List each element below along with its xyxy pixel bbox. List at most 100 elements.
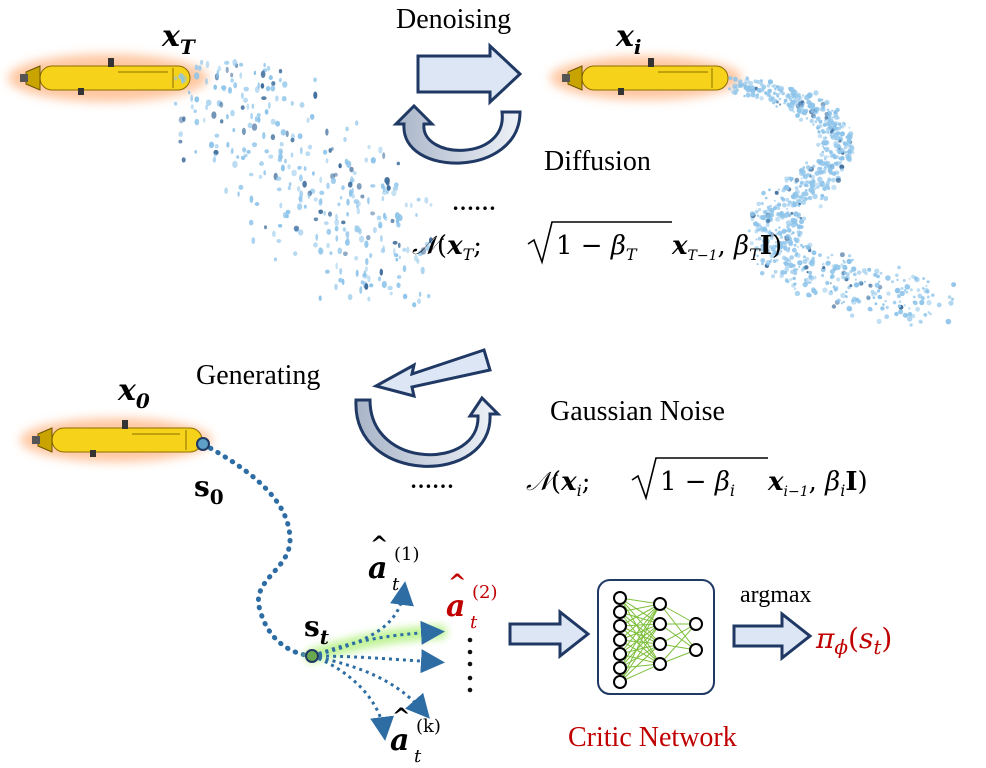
noise-dot [402, 293, 408, 300]
trajectory-dot [897, 304, 902, 308]
noise-dot [396, 282, 401, 289]
trajectory-dot [785, 93, 791, 99]
trajectory-dot [848, 153, 852, 157]
noise-dot [298, 229, 304, 236]
trajectory-dot [947, 295, 952, 299]
trajectory-dot [846, 258, 852, 265]
trajectory-dot [773, 199, 776, 202]
trajectory-dot [767, 211, 770, 214]
trajectory-dot [779, 211, 784, 215]
trajectory-dot [800, 177, 803, 180]
trajectory-dot [835, 135, 841, 141]
trajectory-dot [800, 225, 804, 229]
trajectory-dot [874, 282, 880, 288]
noise-dot [287, 185, 291, 191]
noise-dot [342, 227, 347, 232]
trajectory-dot [831, 109, 834, 112]
noise-dot [420, 247, 427, 255]
trajectory-dot [775, 258, 779, 262]
trajectory-dot [798, 184, 802, 188]
trajectory-dot [777, 206, 781, 210]
trajectory-dot [788, 87, 793, 92]
trajectory-dot [919, 299, 925, 306]
noise-dot [214, 144, 219, 149]
trajectory-dot [820, 193, 825, 198]
trajectory-dot [849, 146, 855, 152]
argmax-label: argmax [740, 582, 812, 608]
network-node [613, 675, 627, 689]
network-node [689, 617, 703, 631]
network-edge [619, 623, 661, 669]
trajectory-dot [842, 260, 846, 264]
trajectory-dot [814, 170, 820, 176]
trajectory-dot [787, 228, 792, 233]
trajectory-dot [812, 164, 816, 168]
noise-dot [232, 160, 238, 168]
noise-dot [199, 59, 204, 65]
trajectory-dot [951, 282, 957, 288]
trajectory-dot [844, 125, 846, 128]
noise-dot [243, 97, 248, 103]
noise-dot [187, 90, 191, 95]
trajectory-dot [811, 250, 817, 256]
trajectory-dot [848, 126, 851, 129]
trajectory-dot [847, 157, 852, 163]
trajectory-dot [790, 194, 796, 200]
noise-dot [354, 255, 359, 261]
noise-dot [338, 163, 342, 169]
trajectory-dot [776, 100, 780, 104]
trajectory-dot [926, 300, 932, 306]
noise-dot [271, 81, 276, 86]
noise-dot [219, 101, 224, 108]
trajectory-dot [786, 211, 790, 215]
trajectory-dot [914, 276, 920, 283]
noise-dot [391, 190, 397, 197]
action-arrow-2 [311, 620, 445, 658]
noise-dot [230, 78, 234, 83]
noise-dot [275, 176, 282, 181]
trajectory-dot [818, 204, 823, 209]
noise-dot [424, 241, 430, 247]
noise-dot [268, 154, 274, 159]
noise-dot [205, 104, 209, 111]
noise-dot [344, 158, 349, 165]
network-node [613, 633, 627, 647]
noise-dot [369, 283, 374, 288]
trajectory-dot [811, 288, 817, 294]
noise-dot [323, 210, 326, 216]
noise-dot [334, 219, 340, 226]
noise-dot [420, 266, 425, 275]
trajectory-dot [830, 290, 833, 293]
trajectory-dot [757, 208, 762, 212]
network-edge [619, 625, 661, 645]
svg-text:t: t [470, 612, 478, 633]
trajectory-dot [802, 255, 806, 259]
trajectory-dot [813, 182, 818, 186]
trajectory-dot [841, 121, 846, 126]
svg-text:a: a [368, 551, 387, 586]
noise-dot [313, 77, 317, 83]
network-node [613, 591, 627, 605]
noise-dot [266, 65, 271, 72]
noise-dot [280, 129, 286, 136]
trajectory-dot [926, 295, 930, 299]
trajectory-dot [879, 296, 883, 300]
noise-dot [395, 217, 400, 225]
noise-dot [352, 170, 357, 176]
noise-dot [261, 96, 267, 100]
svg-text:(2): (2) [472, 582, 498, 603]
noise-dot [410, 202, 413, 208]
trajectory-dot [759, 96, 764, 101]
noise-dot [370, 211, 376, 216]
noise-dot [178, 116, 184, 124]
noise-dot [276, 239, 282, 243]
trajectory-dot [760, 247, 766, 252]
trajectory-dot [790, 211, 794, 215]
trajectory-dot [821, 130, 826, 134]
trajectory-dot [770, 258, 773, 261]
trajectory-dot [899, 290, 905, 297]
trajectory-dot [912, 300, 918, 305]
trajectory-dot [774, 241, 777, 244]
vertical-ellipsis [467, 637, 473, 693]
trajectory-dot [791, 231, 795, 235]
